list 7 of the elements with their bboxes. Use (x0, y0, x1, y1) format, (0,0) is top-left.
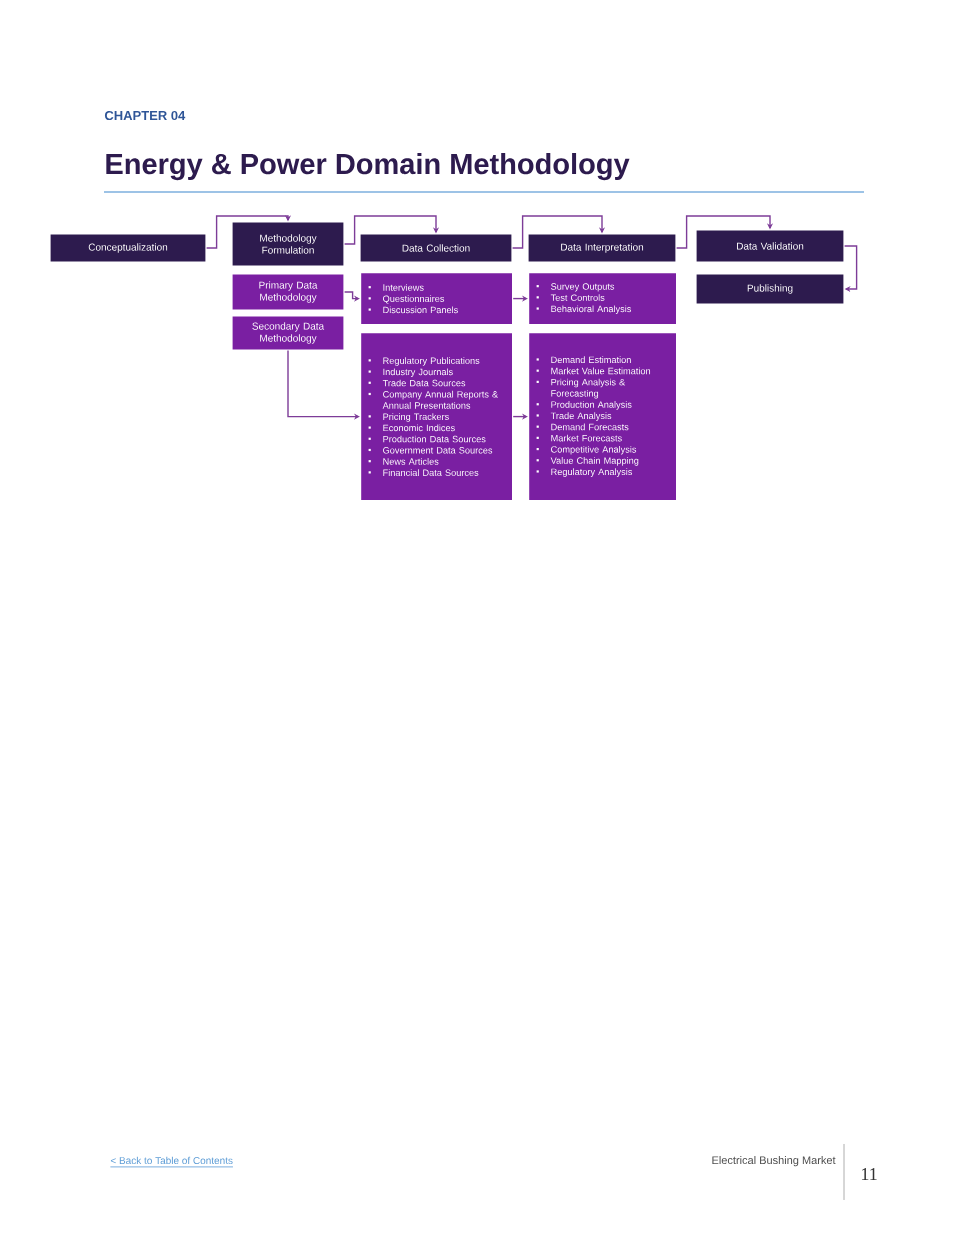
connector-arrow (343, 215, 440, 245)
page-number: 11 (861, 1168, 877, 1180)
connector-arrow (511, 215, 606, 249)
title: Energy & Power Domain Methodology (106, 152, 630, 181)
connector-arrow (675, 215, 774, 249)
connector-arrow (205, 215, 292, 249)
connector-arrow (843, 245, 858, 293)
